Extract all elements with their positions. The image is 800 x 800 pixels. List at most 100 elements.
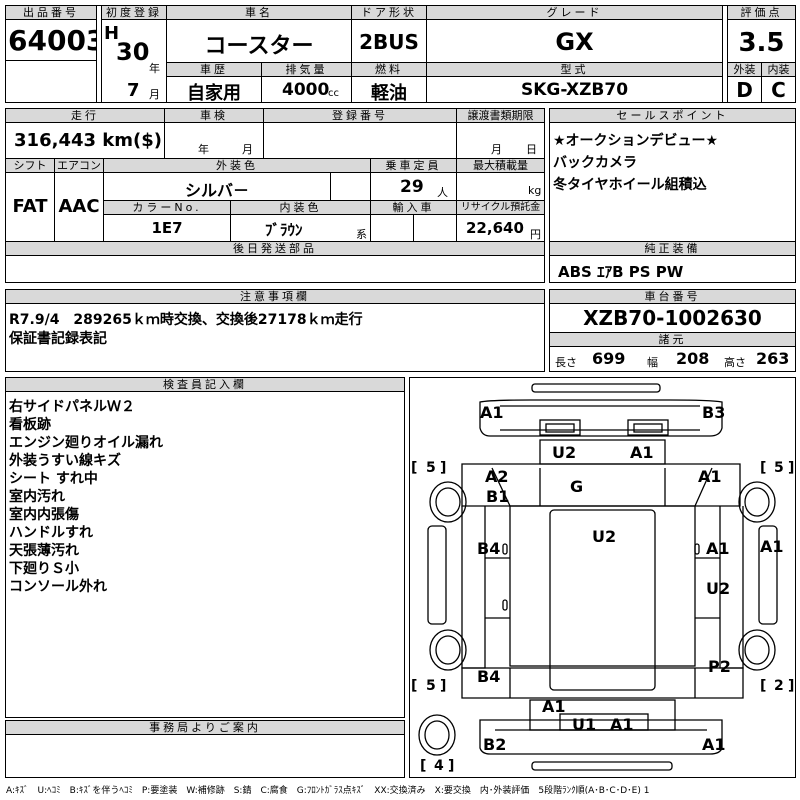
damage-mark: U2	[592, 527, 616, 546]
int-color-cell	[230, 214, 371, 242]
capacity-unit: 人	[437, 186, 448, 199]
era-letter: H	[104, 23, 120, 44]
inspector-line: 室内汚れ	[9, 489, 65, 505]
damage-mark: A1	[760, 537, 784, 556]
tire-grade: 2	[774, 678, 784, 694]
mileage: 316,443 km($)	[14, 130, 162, 151]
equipment: ABS ｴｱB PS PW	[558, 263, 684, 281]
color-no: 1E7	[151, 219, 183, 237]
shift: FAT	[12, 196, 48, 217]
tire-grade: 5	[774, 460, 784, 476]
exterior-cell	[727, 76, 762, 103]
reg-number-label: 登録番号	[263, 108, 457, 123]
damage-mark: B4	[477, 667, 500, 686]
color-no-label: カラーNo.	[103, 200, 231, 215]
inspection-year-unit: 年	[198, 143, 209, 156]
chassis-number: XZB70-1002630	[583, 306, 762, 330]
inspector-line: 下廻りＳ小	[9, 561, 79, 577]
tire-grade: 4	[434, 758, 444, 774]
exterior-score: D	[736, 78, 753, 102]
first-reg-label: 初度登録	[101, 5, 167, 20]
inspector-line: 室内内張傷	[9, 507, 79, 523]
interior-label: 内装	[761, 62, 796, 77]
notes-cell	[5, 303, 545, 372]
inspector-line: エンジン廻りオイル漏れ	[9, 435, 163, 451]
max-load-label: 最大積載量	[456, 158, 545, 173]
legend: A:ｷｽﾞ U:ﾍｺﾐ B:ｷｽﾞを伴うﾍｺﾐ P:要塗装 W:補修跡 S:錆 …	[6, 786, 650, 796]
exterior-label: 外装	[727, 62, 762, 77]
width-label: 幅	[647, 356, 658, 369]
car-name-label: 車名	[166, 5, 352, 20]
recycle-fee: 22,640	[466, 219, 524, 237]
length-label: 長さ	[555, 356, 577, 369]
score: 3.5	[738, 28, 785, 58]
mileage-cell	[5, 122, 165, 159]
lot-blank-cell	[5, 60, 97, 103]
notes-label: 注意事項欄	[5, 289, 545, 304]
notes-line: 保証書記録表記	[9, 331, 107, 347]
damage-mark: U2	[552, 443, 576, 462]
damage-mark: G	[570, 477, 583, 496]
transfer-deadline-cell	[456, 122, 545, 159]
svg-text:[: [	[420, 758, 426, 774]
displacement-cell	[261, 76, 352, 103]
equipment-label: 純正装備	[549, 241, 796, 256]
height: 263	[756, 349, 790, 368]
inspector-line: 看板跡	[9, 417, 51, 433]
model-cell	[426, 76, 723, 103]
recycle-unit: 円	[530, 228, 541, 241]
reg-year-unit: 年	[149, 62, 160, 75]
ac-label: エアコン	[54, 158, 104, 173]
model-code: SKG-XZB70	[520, 80, 629, 100]
office-label: 事務局よりご案内	[5, 720, 405, 735]
damage-mark: P2	[708, 657, 731, 676]
reg-month-unit: 月	[149, 88, 160, 101]
transfer-day-unit: 日	[526, 143, 537, 156]
int-color-label: 内装色	[230, 200, 371, 215]
fuel-label: 燃料	[351, 62, 427, 77]
chassis-label: 車台番号	[549, 289, 796, 304]
damage-mark: B1	[486, 487, 509, 506]
inspector-line: シート すれ中	[9, 471, 98, 487]
displacement: 4000	[282, 80, 330, 100]
mileage-label: 走行	[5, 108, 165, 123]
specs-label: 諸元	[549, 332, 796, 347]
grade: GX	[555, 28, 594, 56]
sales-points-cell	[549, 122, 796, 242]
max-load-cell	[456, 172, 545, 201]
inspector-line: 右サイドパネルＷ２	[9, 399, 135, 415]
length: 699	[592, 349, 626, 368]
displacement-label: 排気量	[261, 62, 352, 77]
damage-mark: A1	[480, 403, 504, 422]
later-parts-label: 後日発送部品	[5, 241, 545, 256]
import-cell-b	[413, 214, 457, 242]
history-cell	[166, 76, 262, 103]
sales-points-label: セールスポイント	[549, 108, 796, 123]
lot-number-label: 出品番号	[5, 5, 97, 20]
capacity: 29	[400, 177, 424, 197]
door-type: 2BUS	[359, 30, 419, 54]
damage-diagram: A1 B3 U2 A1 A2 B1 G A1 U2 B4 A1 A1 U2 B4…	[409, 377, 796, 778]
svg-text:[: [	[760, 460, 766, 476]
int-color-unit: 系	[356, 228, 367, 241]
inspector-label: 検査員記入欄	[5, 377, 405, 392]
inspector-cell	[5, 391, 405, 718]
model-label: 型式	[426, 62, 723, 77]
office-cell	[5, 734, 405, 778]
displacement-unit: cc	[328, 88, 339, 99]
score-cell	[727, 19, 796, 63]
specs-cell	[549, 346, 796, 372]
lot-number: 64003	[8, 24, 96, 57]
bus-outline-diagram: A1 B3 U2 A1 A2 B1 G A1 U2 B4 A1 A1 U2 B4…	[411, 383, 794, 774]
ext-color-label: 外装色	[103, 158, 371, 173]
transfer-month-unit: 月	[491, 143, 502, 156]
int-color: ﾌﾞﾗｳﾝ	[265, 221, 303, 239]
grade-cell	[426, 19, 723, 63]
history: 自家用	[187, 83, 241, 104]
damage-marks: A1 B3 U2 A1 A2 B1 G A1 U2 B4 A1 A1 U2 B4…	[477, 403, 784, 754]
first-reg-cell	[101, 19, 167, 103]
sales-point-line: 冬タイヤホイール組積込	[553, 177, 707, 193]
sales-point-line: ★オークションデビュー★	[553, 133, 719, 149]
reg-number-cell	[263, 122, 457, 159]
interior-cell	[761, 76, 796, 103]
